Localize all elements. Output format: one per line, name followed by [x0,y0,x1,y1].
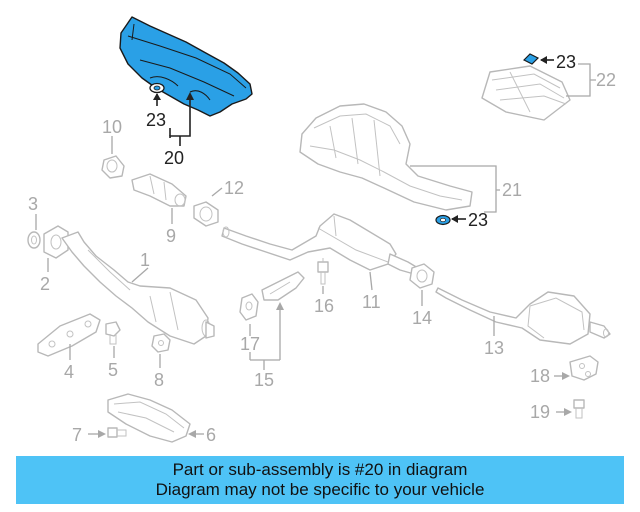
part-8-clip[interactable] [151,333,171,353]
callout-22: 22 [596,70,616,90]
part-16-stud[interactable] [317,258,329,285]
arrow-18 [562,372,570,380]
exhaust-parts-diagram: 1 2 3 4 5 6 7 8 9 10 11 12 13 14 15 16 1… [27,16,616,445]
part-15-bracket[interactable] [261,271,305,301]
info-banner: Part or sub-assembly is #20 in diagram D… [16,456,624,504]
callout-8: 8 [154,370,164,390]
callout-2: 2 [40,274,50,294]
banner-line-2: Diagram may not be specific to your vehi… [155,480,485,499]
part-6-lower-heat-shield[interactable] [107,393,191,443]
part-23-nut-c[interactable] [435,214,451,226]
callout-9: 9 [166,226,176,246]
part-13-rear-muffler[interactable] [435,287,611,345]
leader-12 [211,187,223,197]
leader-1 [131,267,149,283]
part-22-rear-heat-shield[interactable] [481,65,571,121]
part-17-insulator[interactable] [239,293,259,321]
leader-21 [410,165,500,213]
callout-16: 16 [314,296,334,316]
callout-7: 7 [72,425,82,445]
leader-11 [369,271,373,291]
part-4-bracket[interactable] [37,313,101,357]
arrow-19 [564,408,572,416]
callout-leaders-dark-2 [540,56,554,64]
part-20-heat-shield[interactable] [119,16,253,117]
callout-23-middle-right: 23 [468,210,488,230]
part-10-seal[interactable] [101,155,125,179]
part-14-clamp[interactable] [409,263,435,289]
leader-15 [249,304,281,370]
callout-6: 6 [206,425,216,445]
part-9-catalyst[interactable] [131,173,187,207]
callout-18: 18 [530,366,550,386]
callout-leaders-dark-3 [451,215,466,223]
callout-20: 20 [164,148,184,168]
part-2-gasket[interactable] [43,225,69,259]
part-19-bolt[interactable] [573,399,585,419]
callout-19: 19 [530,402,550,422]
callout-21: 21 [502,180,522,200]
callout-4: 4 [64,362,74,382]
callout-15: 15 [254,370,274,390]
part-23-clip-b[interactable] [522,53,540,65]
leader-22 [566,63,596,97]
callout-5: 5 [108,360,118,380]
part-11-center-muffler[interactable] [221,213,419,275]
part-5-bolt[interactable] [105,321,121,345]
callout-14: 14 [412,308,432,328]
callout-3: 3 [28,194,38,214]
part-21-center-heat-shield[interactable] [299,103,473,211]
arrow-6 [188,430,196,438]
callout-leaders-dark [153,92,194,146]
arrow-7 [98,430,106,438]
callout-13: 13 [484,338,504,358]
callout-11: 11 [362,292,381,312]
banner-line-1: Part or sub-assembly is #20 in diagram [172,460,468,479]
callout-1: 1 [140,250,150,270]
part-3-seal-ring[interactable] [27,231,41,249]
part-7-bolt[interactable] [107,427,127,438]
callout-10: 10 [102,117,122,137]
callout-12: 12 [224,178,244,198]
part-23-nut-a[interactable] [149,82,165,94]
part-1-front-pipe-catalyst[interactable] [61,231,215,345]
part-18-bracket[interactable] [569,355,599,381]
callout-23-left: 23 [146,110,166,130]
part-12-clamp[interactable] [193,201,219,227]
arrow-15 [276,302,284,310]
callout-23-top-right: 23 [556,52,576,72]
callout-17: 17 [240,334,260,354]
